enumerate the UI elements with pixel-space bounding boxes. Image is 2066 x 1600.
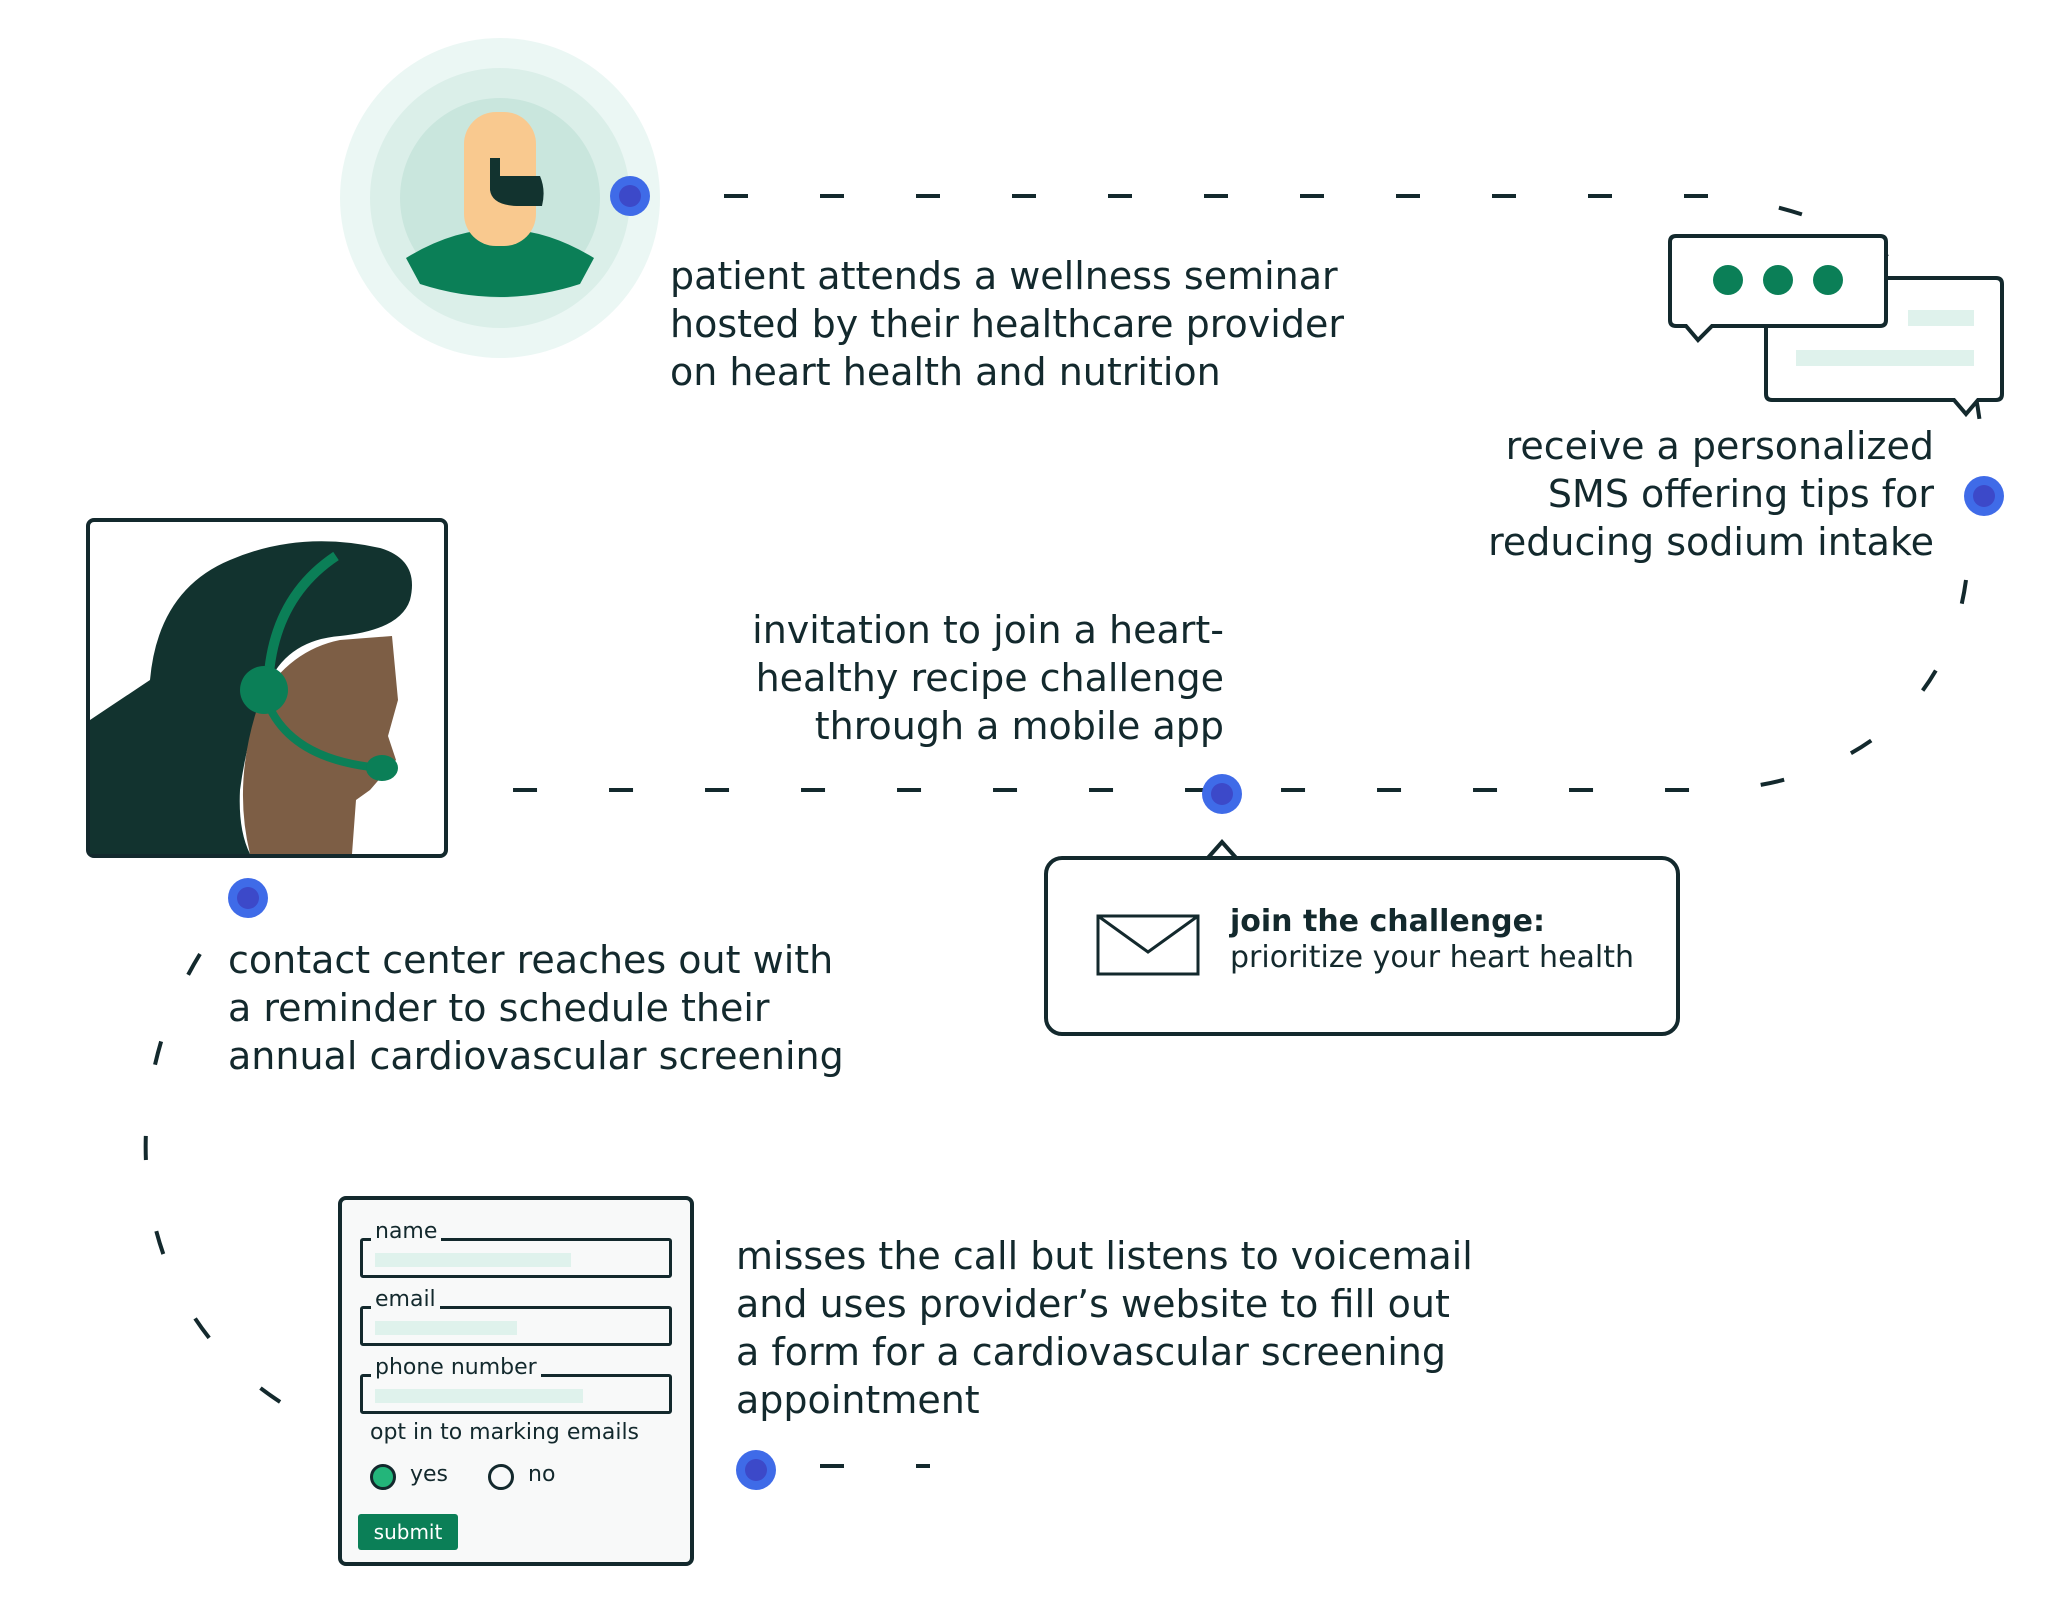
step-4-text: contact center reaches out with a remind…	[228, 936, 844, 1080]
journey-node	[736, 1450, 776, 1490]
name-field-label: name	[371, 1219, 442, 1245]
step-5-line: and uses provider’s website to fill out	[736, 1282, 1450, 1326]
name-field-value-placeholder	[375, 1253, 571, 1267]
opt-in-no-radio[interactable]	[488, 1464, 514, 1490]
phone-field-value-placeholder	[375, 1389, 583, 1403]
step-4-line: contact center reaches out with	[228, 938, 834, 982]
journey-node	[1964, 476, 2004, 516]
envelope-icon	[1096, 914, 1200, 976]
seminar-avatar-icon	[340, 38, 660, 358]
step-1-line: hosted by their healthcare provider	[670, 302, 1344, 346]
submit-button[interactable]: submit	[358, 1514, 458, 1550]
opt-in-yes-radio[interactable]	[370, 1464, 396, 1490]
chat-bubbles-icon	[1668, 234, 2004, 418]
step-3-line: through a mobile app	[814, 704, 1224, 748]
step-5-line: appointment	[736, 1378, 980, 1422]
phone-number-field-label: phone number	[371, 1355, 541, 1381]
step-4-line: a reminder to schedule their	[228, 986, 770, 1030]
contact-center-agent-icon	[86, 518, 448, 858]
journey-node	[1202, 774, 1242, 814]
screening-form: name email phone number opt in to markin…	[338, 1196, 694, 1566]
step-5-line: misses the call but listens to voicemail	[736, 1234, 1473, 1278]
email-field-label: email	[371, 1287, 440, 1313]
journey-path	[143, 194, 1985, 1468]
step-5-text: misses the call but listens to voicemail…	[736, 1232, 1473, 1424]
journey-node	[610, 176, 650, 216]
email-card-subtitle: prioritize your heart health	[1230, 940, 1635, 975]
opt-in-yes-label: yes	[410, 1462, 449, 1487]
email-field[interactable]: email	[360, 1287, 672, 1346]
email-card-title: join the challenge:	[1230, 904, 1545, 939]
step-2-line: reducing sodium intake	[1488, 520, 1934, 564]
email-field-value-placeholder	[375, 1321, 517, 1335]
email-card-pointer	[1204, 838, 1240, 862]
opt-in-label: opt in to marking emails	[370, 1420, 640, 1445]
name-field[interactable]: name	[360, 1219, 672, 1278]
step-2-line: SMS offering tips for	[1547, 472, 1934, 516]
email-card: join the challenge: prioritize your hear…	[1044, 856, 1680, 1036]
step-3-text: invitation to join a heart- healthy reci…	[752, 606, 1224, 750]
opt-in-no-label: no	[528, 1462, 556, 1487]
step-1-line: patient attends a wellness seminar	[670, 254, 1338, 298]
phone-number-field[interactable]: phone number	[360, 1355, 672, 1414]
journey-node	[228, 878, 268, 918]
journey-nodes	[228, 176, 2004, 1490]
step-4-line: annual cardiovascular screening	[228, 1034, 844, 1078]
step-3-line: healthy recipe challenge	[755, 656, 1224, 700]
step-5-line: a form for a cardiovascular screening	[736, 1330, 1446, 1374]
step-1-text: patient attends a wellness seminar hoste…	[670, 252, 1344, 396]
step-2-line: receive a personalized	[1505, 424, 1934, 468]
step-2-text: receive a personalized SMS offering tips…	[1488, 422, 1934, 566]
step-1-line: on heart health and nutrition	[670, 350, 1221, 394]
step-3-line: invitation to join a heart-	[752, 608, 1224, 652]
